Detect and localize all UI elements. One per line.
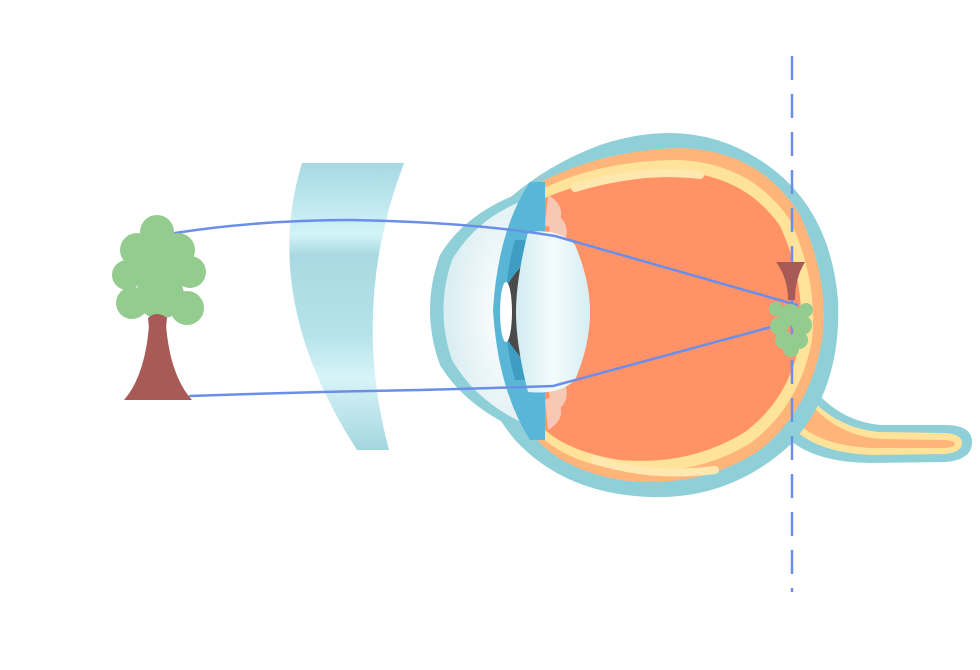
lower-light-ray — [188, 318, 799, 398]
optic-nerve — [790, 370, 972, 463]
crystalline-lens — [516, 231, 590, 393]
tree-icon — [112, 215, 206, 400]
corrective-lens — [289, 163, 404, 450]
light-rays — [173, 218, 799, 398]
upper-light-ray — [173, 218, 799, 307]
inverted-tree-image-icon — [769, 262, 813, 357]
